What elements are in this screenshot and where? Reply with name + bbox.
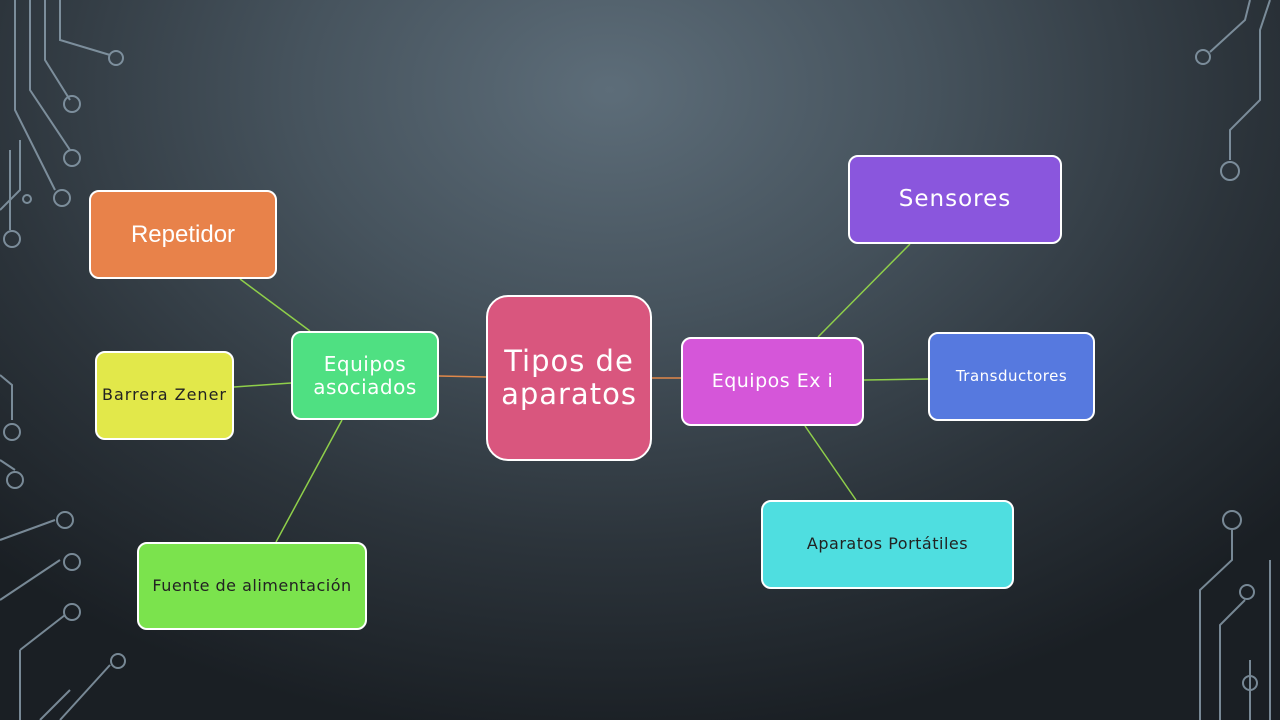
node-transductores: Transductores — [928, 332, 1095, 421]
node-label: Barrera Zener — [102, 385, 227, 405]
node-repetidor: Repetidor — [89, 190, 277, 279]
node-equipos-asociados: Equipos asociados — [291, 331, 439, 420]
link-exi-sensores — [817, 243, 911, 338]
node-sensores: Sensores — [848, 155, 1062, 244]
node-label: Equipos asociados — [313, 351, 417, 399]
link-exi-transductores — [863, 378, 929, 381]
node-label: Aparatos Portátiles — [806, 534, 969, 554]
node-label: Transductores — [955, 366, 1068, 385]
node-label: Equipos Ex i — [711, 369, 834, 392]
node-aparatos-portatiles: Aparatos Portátiles — [761, 500, 1014, 589]
node-label: Fuente de alimentación — [152, 575, 352, 595]
node-tipos-de-aparatos: Tipos de aparatos — [486, 295, 652, 461]
node-label: Sensores — [898, 186, 1012, 213]
node-label: Repetidor — [130, 220, 236, 248]
node-equipos-ex-i: Equipos Ex i — [681, 337, 864, 426]
link-asociados-fuente — [275, 419, 343, 543]
link-exi-aparatos — [804, 425, 857, 501]
node-label: Tipos de aparatos — [501, 343, 637, 411]
link-asociados-repetidor — [239, 278, 311, 332]
node-barrera-zener: Barrera Zener — [95, 351, 234, 440]
link-center-asociados — [438, 375, 487, 378]
link-asociados-barrera — [233, 382, 292, 388]
node-fuente-de-alimentacion: Fuente de alimentación — [137, 542, 367, 630]
